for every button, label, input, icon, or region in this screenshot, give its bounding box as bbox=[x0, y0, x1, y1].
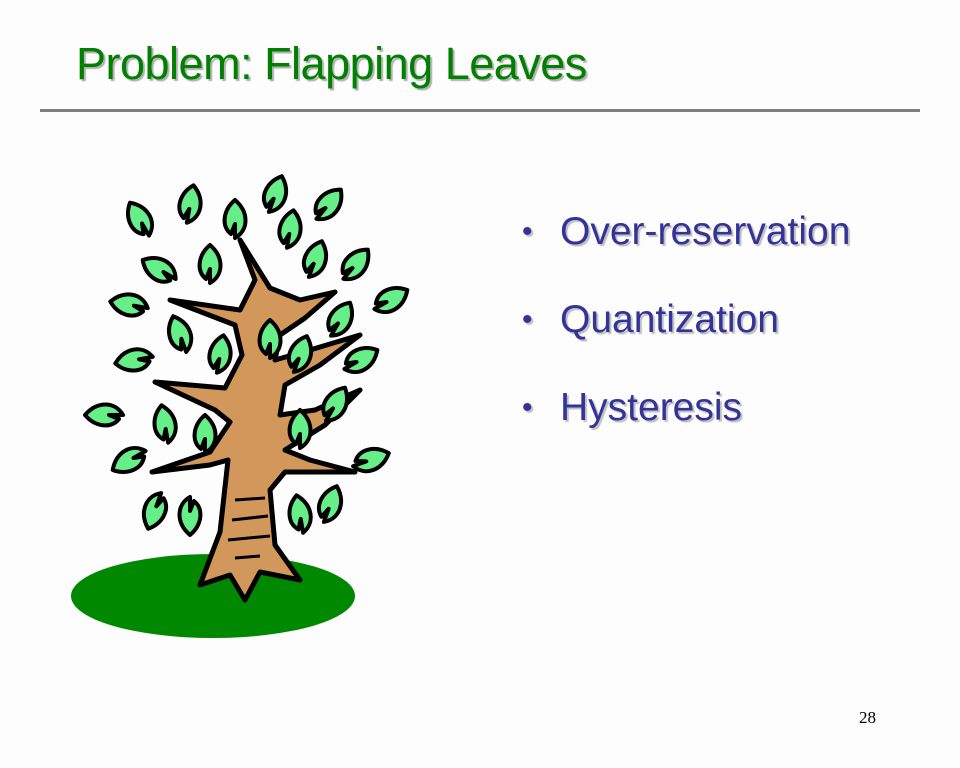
bullet-text: Quantization bbox=[560, 298, 779, 341]
leaf-shape bbox=[277, 208, 303, 250]
bullet-text: Hysteresis bbox=[560, 386, 743, 429]
leaf-shape bbox=[257, 318, 283, 360]
bullet-dot: • bbox=[522, 391, 533, 424]
trunk-texture bbox=[227, 496, 271, 560]
bullet-text: Over-reservation bbox=[560, 210, 851, 253]
leaf-shape bbox=[313, 187, 344, 222]
slide-title: Problem: Flapping Leaves bbox=[76, 38, 587, 89]
bullet-item: • Quantization bbox=[522, 294, 850, 382]
leaf-shape bbox=[207, 333, 233, 375]
leaf-shape bbox=[177, 495, 203, 537]
leaf-shape bbox=[142, 491, 169, 531]
bullet-item: • Hysteresis bbox=[522, 382, 850, 470]
leaf-shape bbox=[110, 446, 148, 474]
leaf-shape bbox=[222, 198, 248, 240]
leaf-shape bbox=[316, 484, 343, 524]
leaf-shape bbox=[287, 408, 313, 450]
bullet-list: • Over-reservation • Quantization • Hystere… bbox=[522, 206, 850, 470]
leaf-shape bbox=[261, 174, 288, 214]
leaf-shape bbox=[351, 447, 391, 474]
leaf-shape bbox=[177, 183, 203, 225]
bullet-dot: • bbox=[522, 215, 533, 248]
bullet-item: • Over-reservation bbox=[522, 206, 850, 294]
page-number: 28 bbox=[859, 708, 876, 727]
bullet-dot: • bbox=[522, 303, 533, 336]
leaf-shape bbox=[152, 403, 178, 445]
title-divider bbox=[40, 109, 920, 112]
leaves-group bbox=[83, 174, 410, 537]
leaf-shape bbox=[192, 413, 218, 455]
leaf-shape bbox=[287, 493, 313, 535]
leaf-shape bbox=[83, 402, 125, 428]
leaf-shape bbox=[113, 347, 155, 373]
leaf-shape bbox=[301, 239, 328, 279]
leaf-shape bbox=[197, 243, 223, 285]
leaf-shape bbox=[286, 334, 313, 374]
leaf-shape bbox=[108, 292, 150, 318]
leaf-shape bbox=[126, 200, 154, 238]
leaf-shape bbox=[167, 314, 194, 354]
leaf-shape bbox=[326, 300, 354, 338]
leaf-shape bbox=[340, 247, 371, 282]
leaf-shape bbox=[140, 256, 178, 284]
leaf-shape bbox=[321, 385, 349, 423]
leaf-shape bbox=[342, 346, 380, 374]
tree-clipart bbox=[71, 174, 410, 638]
leaf-shape bbox=[372, 286, 410, 314]
